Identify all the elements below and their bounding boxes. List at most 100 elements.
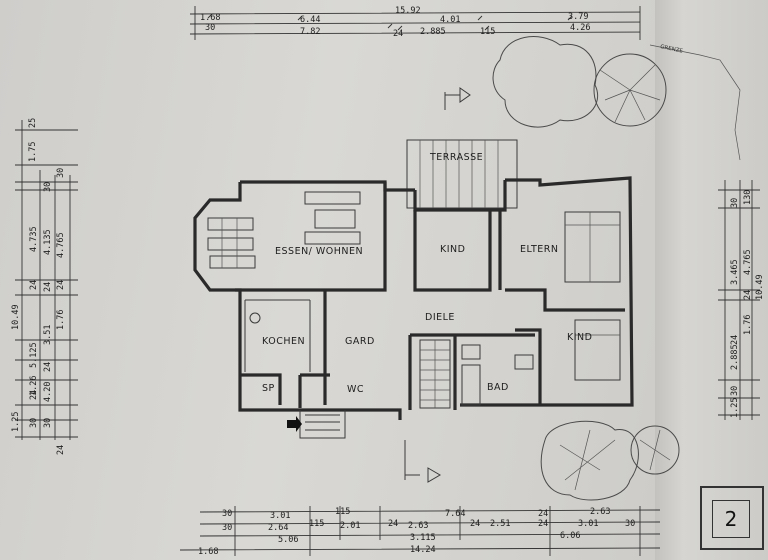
right-dim-b: 3.465 [730, 259, 740, 285]
bottom-dimensions: 30 3.01 115 7.64 24 2.63 30 2.64 115 2.0… [179, 506, 661, 557]
kitchen-counter [244, 299, 311, 372]
top-dim-7: 24 [393, 29, 403, 39]
left-dim-n: 4.135 [43, 229, 53, 255]
top-dim-6: 7.82 [300, 27, 320, 37]
left-dim-g: 24 [29, 280, 39, 290]
bottom-dim-2: 3.01 [270, 511, 290, 521]
paper-fold [655, 0, 768, 560]
right-dim-j: 1.76 [743, 315, 753, 335]
bath-fixtures [461, 344, 534, 406]
bed-eltern [564, 211, 621, 283]
staircase [419, 339, 451, 409]
bottom-dim-4: 7.64 [445, 509, 465, 519]
bottom-dim-10: 2.01 [340, 521, 360, 531]
bottom-dim-21: 1.68 [198, 547, 218, 557]
top-dim-1: 1.68 [200, 13, 220, 23]
top-dim-4: 3.79 [568, 12, 588, 22]
left-dimensions: 25 1.75 10.49 1.25 30 4.735 24 5.125 24 … [11, 118, 78, 455]
top-dim-5: 30 [205, 23, 215, 33]
label-wc: WC [347, 384, 364, 395]
label-eltern: ELTERN [520, 244, 559, 255]
left-dim-b: 1.75 [28, 142, 38, 162]
bottom-dim-5: 24 [538, 509, 548, 519]
right-dim-c: 24 [730, 335, 740, 345]
label-bad: BAD [487, 382, 509, 393]
label-essen-wohnen: ESSEN/ WOHNEN [275, 246, 363, 257]
bottom-dim-9: 115 [309, 519, 324, 529]
left-dim-k: 30 [29, 418, 39, 428]
top-dim-9: 115 [480, 27, 495, 37]
left-dim-l: 24 [56, 445, 66, 455]
top-dim-2: 6.44 [300, 15, 320, 25]
bottom-dim-15: 24 [538, 519, 548, 529]
left-dim-a: 25 [28, 118, 38, 128]
left-dim-v: 24 [56, 280, 66, 290]
label-kind-2: KIND [567, 332, 592, 343]
bottom-dim-16: 3.01 [578, 519, 598, 529]
left-dim-c: 10.49 [11, 304, 21, 330]
left-dim-r: 4.20 [43, 382, 53, 402]
label-garderobe: GARD [345, 336, 375, 347]
left-dim-u: 1.76 [56, 310, 66, 330]
top-dim-3: 4.01 [440, 15, 460, 25]
right-dim-a: 30 [730, 198, 740, 208]
left-dim-h: 5.125 [29, 342, 39, 368]
bottom-dim-7: 30 [222, 523, 232, 533]
right-dim-d: 2.885 [730, 344, 740, 370]
walls [193, 176, 634, 420]
terrace [406, 139, 518, 209]
left-dim-f: 4.735 [29, 226, 39, 252]
boundary-label: GRENZE [660, 44, 684, 55]
left-dim-d: 1.25 [11, 412, 21, 432]
bed-kind [574, 319, 621, 381]
top-dim-8: 2.885 [420, 27, 446, 37]
bottom-dim-11: 24 [388, 519, 398, 529]
right-dim-g: 130 [743, 190, 753, 205]
left-dim-i: 24 [29, 390, 39, 400]
bottom-dim-1: 30 [222, 509, 232, 519]
label-terrasse: TERRASSE [429, 152, 483, 163]
bottom-dim-17: 30 [625, 519, 635, 529]
label-kochen: KOCHEN [262, 336, 305, 347]
bottom-dim-18: 5.06 [278, 535, 298, 545]
trees: GRENZE [492, 36, 741, 501]
bottom-dim-8: 2.64 [268, 523, 288, 533]
top-total-dim: 15.92 [395, 6, 421, 16]
entrance [287, 410, 346, 439]
bottom-dim-22: 14.24 [410, 545, 436, 555]
entrance-arrow-icon [287, 416, 302, 432]
label-kind-1: KIND [440, 244, 465, 255]
left-dim-t: 4.765 [56, 232, 66, 258]
page-number: 2 [712, 500, 750, 538]
right-dim-h: 4.765 [743, 249, 753, 275]
bottom-dim-3: 115 [335, 507, 350, 517]
bottom-dim-14: 2.51 [490, 519, 510, 529]
right-dimensions: 30 3.465 24 2.885 30 1.25 130 4.765 10.4… [718, 180, 765, 420]
bottom-dim-6: 2.63 [590, 507, 610, 517]
sofa [304, 191, 361, 245]
right-dim-k: 24 [743, 290, 753, 300]
left-dim-j: 1.26 [29, 376, 39, 396]
top-dimensions: 15.92 1.68 6.44 4.01 3.79 30 7.82 24 2.8… [189, 6, 641, 40]
right-dim-f: 1.25 [730, 398, 740, 418]
label-diele: DIELE [425, 312, 455, 323]
left-dim-q: 24 [43, 362, 53, 372]
bottom-dim-19: 3.115 [410, 533, 436, 543]
top-dim-10: 4.26 [570, 23, 590, 33]
left-dim-p: 3.51 [43, 325, 53, 345]
right-dim-i: 10.49 [755, 274, 765, 300]
room-labels: TERRASSE ESSEN/ WOHNEN KIND ELTERN DIELE… [262, 152, 592, 395]
bottom-dim-13: 24 [470, 519, 480, 529]
right-dim-e: 30 [730, 386, 740, 396]
left-dim-e: 30 [56, 168, 66, 178]
dining-table [207, 217, 256, 269]
page-number-box: 2 [700, 486, 764, 550]
bottom-dim-20: 6.06 [560, 531, 580, 541]
left-dim-s: 30 [43, 418, 53, 428]
bottom-dim-12: 2.63 [408, 521, 428, 531]
label-sp: SP [262, 383, 275, 394]
left-dim-o: 24 [43, 282, 53, 292]
section-markers [404, 87, 471, 483]
